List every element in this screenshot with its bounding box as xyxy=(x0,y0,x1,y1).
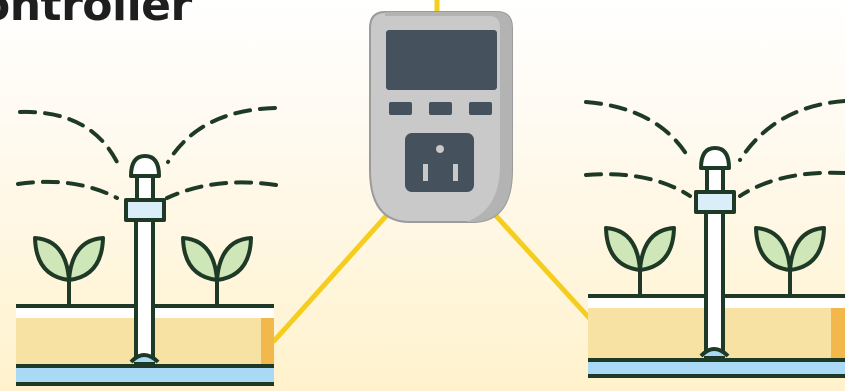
wire-right xyxy=(487,206,592,321)
sprinkler-bed-left xyxy=(16,108,276,384)
sprout-icon xyxy=(35,238,103,306)
controller-screen xyxy=(386,30,497,90)
sprinkler-bed-right xyxy=(586,101,845,376)
sprout-icon xyxy=(606,228,674,296)
controller-button-2 xyxy=(429,102,452,115)
sprout-icon xyxy=(756,228,824,296)
wire-left xyxy=(274,206,395,341)
controller-button-3 xyxy=(469,102,492,115)
controller-button-1 xyxy=(389,102,412,115)
timer-controller-icon xyxy=(370,12,512,222)
sprout-icon xyxy=(183,238,251,306)
controller-outlet xyxy=(405,133,474,192)
